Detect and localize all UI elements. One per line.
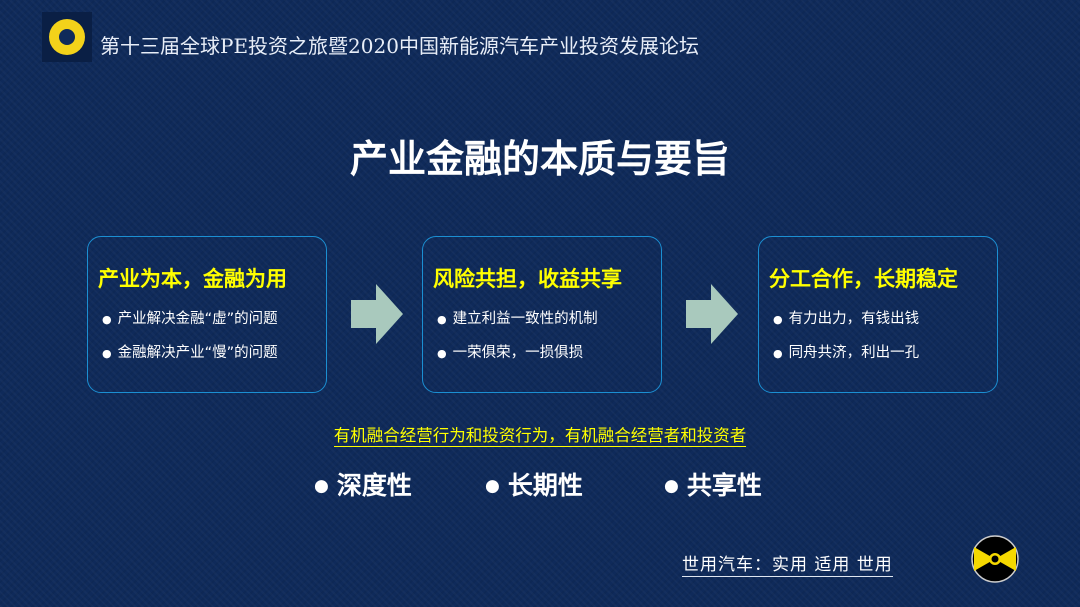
bullet: 产业解决金融“虚”的问题	[102, 307, 326, 328]
arrow-right-icon	[351, 284, 403, 344]
forum-logo	[42, 12, 92, 62]
slogan-text: 有机融合经营行为和投资行为，有机融合经营者和投资者	[333, 426, 747, 447]
bullet: 同舟共济，利出一孔	[773, 341, 997, 362]
bullet: 金融解决产业“慢”的问题	[102, 341, 326, 362]
bullet: 一荣俱荣，一损俱损	[437, 341, 661, 362]
principle-box-3: 分工合作，长期稳定 有力出力，有钱出钱同舟共济，利出一孔	[758, 236, 998, 393]
principle-box-2: 风险共担，收益共享 建立利益一致性的机制一荣俱荣，一损俱损	[422, 236, 662, 393]
company-logo-icon	[971, 535, 1019, 583]
bullet: 建立利益一致性的机制	[437, 307, 661, 328]
slogan: 有机融合经营行为和投资行为，有机融合经营者和投资者	[0, 422, 1080, 447]
slide-title: 产业金融的本质与要旨	[349, 137, 730, 181]
keyword-depth: 深度性	[314, 466, 412, 502]
dragon-globe-icon	[49, 19, 85, 55]
bullet: 有力出力，有钱出钱	[773, 307, 997, 328]
principle-box-1: 产业为本，金融为用 产业解决金融“虚”的问题金融解决产业“慢”的问题	[87, 236, 327, 393]
box-heading: 分工合作，长期稳定	[769, 267, 958, 291]
box-heading: 产业为本，金融为用	[98, 267, 287, 291]
header-title: 第十三届全球PE投资之旅暨2020中国新能源汽车产业投资发展论坛	[100, 34, 699, 58]
arrow-right-icon	[686, 284, 738, 344]
keyword-sharing: 共享性	[664, 466, 762, 502]
footer-tagline: 世用汽车：实用 适用 世用	[682, 550, 893, 577]
box-heading: 风险共担，收益共享	[433, 267, 622, 291]
keyword-longterm: 长期性	[485, 466, 583, 502]
